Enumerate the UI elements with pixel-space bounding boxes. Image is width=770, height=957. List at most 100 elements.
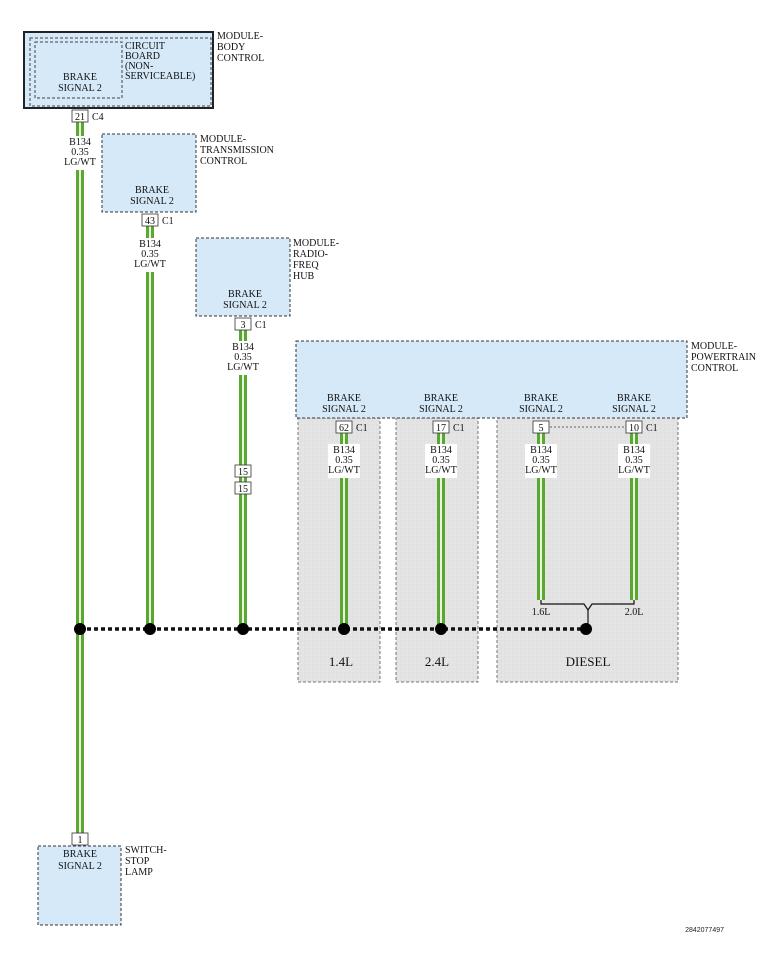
- module-transmission-name-3: CONTROL: [200, 156, 247, 167]
- wire-ptm-2-4l: [425, 433, 457, 629]
- figure-id: 2842077497: [685, 927, 724, 934]
- variant-label-2-4l: 2.4L: [425, 654, 449, 669]
- module-body-control-name-1: MODULE-: [217, 31, 263, 42]
- module-radio-freq-hub: MODULE- RADIO- FREQ HUB BRAKE SIGNAL 2: [195, 237, 339, 317]
- pin-number: 5: [539, 423, 544, 434]
- pin-box: [532, 420, 550, 434]
- circuit-board-label-1: CIRCUIT: [125, 41, 165, 52]
- variant-panel-diesel: [496, 417, 679, 683]
- wire-radio: [227, 330, 259, 629]
- module-powertrain-name-1: MODULE-: [691, 341, 737, 352]
- splice-dot: [144, 623, 156, 635]
- wire-label-circuit: B134: [69, 137, 91, 148]
- transmission-signal-1: BRAKE: [135, 185, 169, 196]
- transmission-signal-2: SIGNAL 2: [130, 196, 174, 207]
- splice-dot: [74, 623, 86, 635]
- wire-label-circuit: B134: [333, 445, 355, 456]
- switch-signal-1: BRAKE: [63, 849, 97, 860]
- wires: [66, 122, 650, 833]
- pin-box: [335, 420, 353, 434]
- circuit-board-inner: [34, 41, 123, 99]
- powertrain-signal-c-1: BRAKE: [524, 393, 558, 404]
- pin-number: 3: [241, 320, 246, 331]
- powertrain-signal-d-1: BRAKE: [617, 393, 651, 404]
- body-control-signal-1: BRAKE: [63, 72, 97, 83]
- wire-label-gauge: 0.35: [532, 455, 550, 466]
- module-transmission-control: MODULE- TRANSMISSION CONTROL BRAKE SIGNA…: [101, 133, 274, 213]
- inline-pin-box: [234, 464, 252, 478]
- wire-main: [66, 122, 94, 833]
- module-body-control-name-3: CONTROL: [217, 53, 264, 64]
- splice-dot: [237, 623, 249, 635]
- circuit-board-outline: [29, 37, 212, 107]
- wire-ptm-1-4l: [328, 433, 360, 629]
- diesel-option-1-6l: 1.6L: [532, 607, 551, 618]
- switch-name-3: LAMP: [125, 867, 153, 878]
- diesel-option-2-0l: 2.0L: [625, 607, 644, 618]
- splice-dot: [435, 623, 447, 635]
- module-radio-name-1: MODULE-: [293, 238, 339, 249]
- wire-label-circuit: B134: [232, 342, 254, 353]
- wire-label-color: LG/WT: [425, 465, 457, 476]
- module-body-control: MODULE- BODY CONTROL CIRCUIT BOARD (NON-…: [23, 31, 264, 109]
- wire-label-gauge: 0.35: [625, 455, 643, 466]
- connector-id: C1: [356, 423, 368, 434]
- circuit-board-label-3: (NON-: [125, 61, 153, 72]
- connector-id: C1: [255, 320, 267, 331]
- switch-name-1: SWITCH-: [125, 845, 167, 856]
- module-switch-stop-lamp: SWITCH- STOP LAMP BRAKE SIGNAL 2: [37, 845, 167, 926]
- circuit-board-label-4: SERVICEABLE): [125, 71, 195, 82]
- radio-signal-2: SIGNAL 2: [223, 300, 267, 311]
- pin-box: [432, 420, 450, 434]
- wire-labels: B134 0.35 LG/WT B134 0.35 LG/WT B134 0.3…: [64, 137, 650, 476]
- module-transmission-name-2: TRANSMISSION: [200, 145, 274, 156]
- inline-pin-number: 15: [238, 484, 248, 495]
- module-radio-name-4: HUB: [293, 271, 314, 282]
- connector-pins: 21 C4 43 C1 3 C1 15 15 62 C1 17 C1 5 10 …: [71, 109, 658, 846]
- powertrain-signal-b-2: SIGNAL 2: [419, 404, 463, 415]
- powertrain-signal-d-2: SIGNAL 2: [612, 404, 656, 415]
- wire-ptm-diesel-1-6l: [525, 433, 557, 600]
- pin-box: [141, 213, 159, 227]
- module-body-control-name-2: BODY: [217, 42, 245, 53]
- wire-label-gauge: 0.35: [71, 147, 89, 158]
- splice-points: [74, 623, 592, 635]
- wire-label-gauge: 0.35: [141, 249, 159, 260]
- wire-label-color: LG/WT: [525, 465, 557, 476]
- splice-dot: [338, 623, 350, 635]
- switch-name-2: STOP: [125, 856, 150, 867]
- wire-label-color: LG/WT: [227, 362, 259, 373]
- pin-number: 62: [339, 423, 349, 434]
- wire-label-gauge: 0.35: [335, 455, 353, 466]
- radio-signal-1: BRAKE: [228, 289, 262, 300]
- wire-label-circuit: B134: [623, 445, 645, 456]
- module-powertrain-name-3: CONTROL: [691, 363, 738, 374]
- pin-number: 1: [78, 835, 83, 846]
- inline-pin-box: [234, 481, 252, 495]
- pin-number: 43: [145, 216, 155, 227]
- circuit-board-label-2: BOARD: [125, 51, 160, 62]
- module-transmission-name-1: MODULE-: [200, 134, 246, 145]
- wire-label-color: LG/WT: [618, 465, 650, 476]
- pin-number: 10: [629, 423, 639, 434]
- pin-number: 17: [436, 423, 446, 434]
- powertrain-signal-a-1: BRAKE: [327, 393, 361, 404]
- connector-id: C1: [453, 423, 465, 434]
- pin-box: [71, 109, 89, 123]
- module-powertrain-name-2: POWERTRAIN: [691, 352, 756, 363]
- wire-label-gauge: 0.35: [432, 455, 450, 466]
- splice-dot: [580, 623, 592, 635]
- pin-box: [625, 420, 643, 434]
- wire-label-color: LG/WT: [64, 157, 96, 168]
- switch-signal-2: SIGNAL 2: [58, 861, 102, 872]
- variant-label-diesel: DIESEL: [566, 654, 611, 669]
- pin-box: [71, 832, 89, 846]
- wire-label-circuit: B134: [139, 239, 161, 250]
- wire-label-gauge: 0.35: [234, 352, 252, 363]
- powertrain-signal-a-2: SIGNAL 2: [322, 404, 366, 415]
- body-control-signal-2: SIGNAL 2: [58, 83, 102, 94]
- module-powertrain-control: MODULE- POWERTRAIN CONTROL BRAKE SIGNAL …: [295, 340, 756, 419]
- wire-label-color: LG/WT: [328, 465, 360, 476]
- pin-box: [234, 317, 252, 331]
